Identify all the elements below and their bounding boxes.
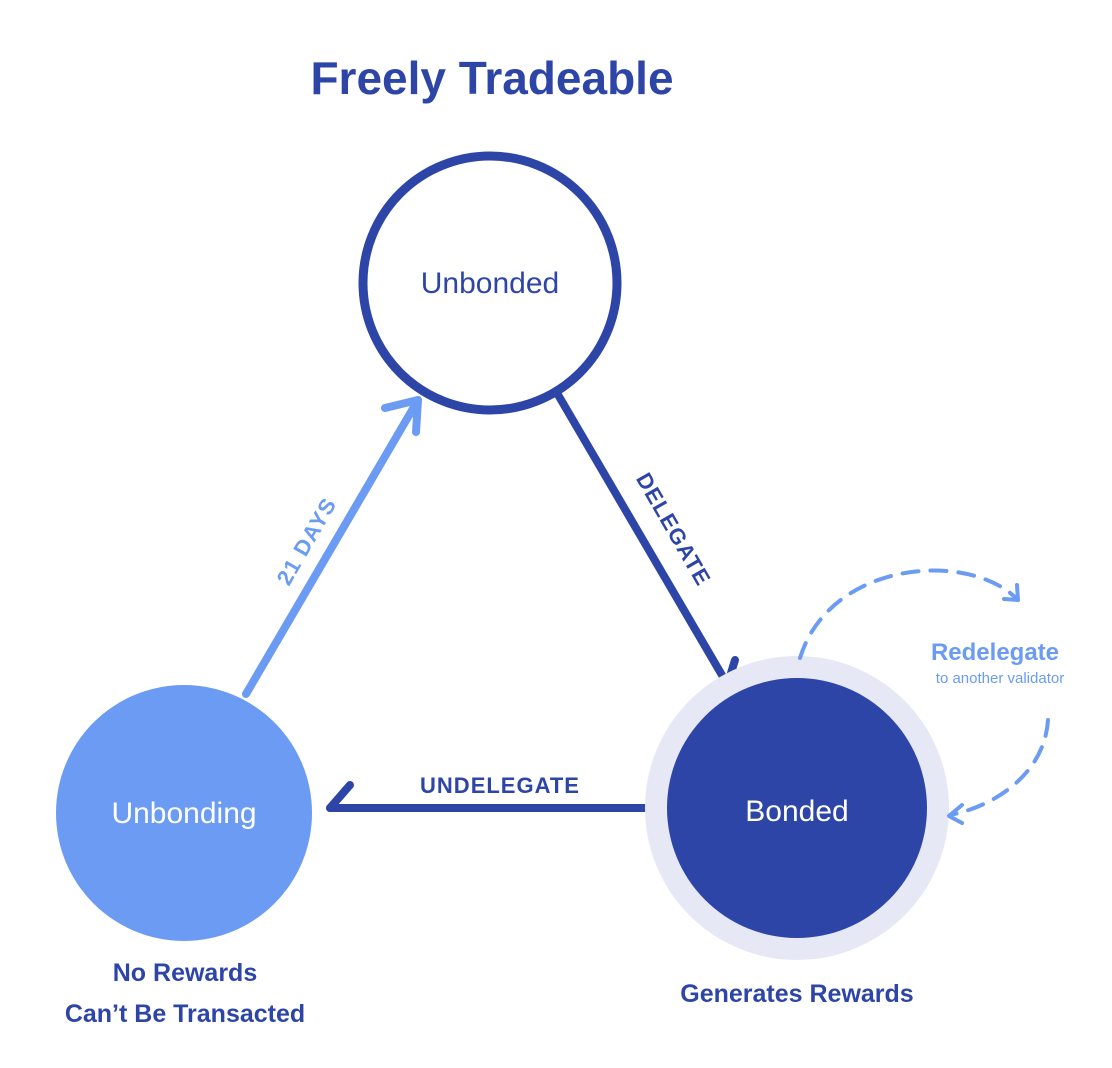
undelegate-arrow [326, 781, 680, 812]
node-bonded: Bonded [645, 656, 949, 960]
node-unbonding-label: Unbonding [111, 797, 256, 830]
node-unbonding: Unbonding [56, 685, 312, 941]
unbonding-caption-line1: No Rewards [113, 959, 257, 987]
redelegate-loop-arrow [798, 568, 1050, 825]
bonded-caption: Generates Rewards [680, 980, 913, 1008]
undelegate-label: UNDELEGATE [420, 773, 580, 798]
unbonding-caption-line2: Can’t Be Transacted [65, 1000, 305, 1028]
node-unbonded: Unbonded [358, 151, 622, 415]
redelegate-subtitle: to another validator [936, 670, 1064, 687]
node-bonded-label: Bonded [745, 795, 848, 828]
node-unbonded-label: Unbonded [421, 267, 559, 300]
delegate-arrow [553, 389, 739, 692]
diagram-title: Freely Tradeable [310, 52, 673, 104]
redelegate-title: Redelegate [931, 639, 1059, 666]
delegate-label: DELEGATE [631, 468, 716, 590]
unbonding-period-arrow [242, 396, 422, 698]
